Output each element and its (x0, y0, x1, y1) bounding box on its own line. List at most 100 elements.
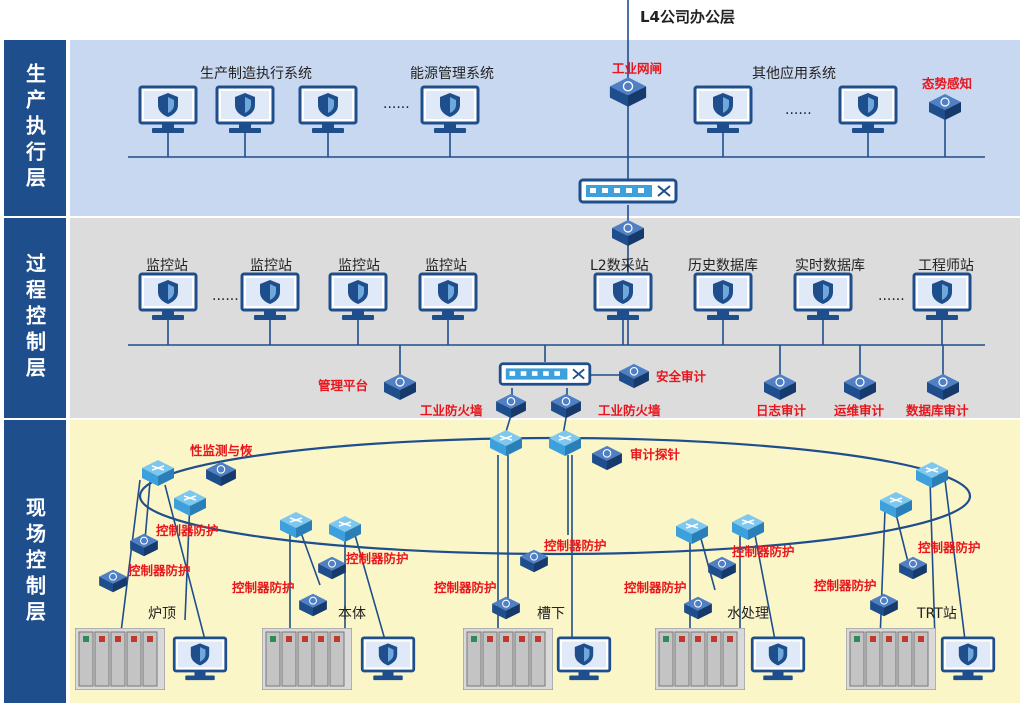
workstation-icon[interactable] (138, 85, 198, 135)
site-workstation-icon[interactable] (750, 636, 806, 682)
ring-switch-icon[interactable] (675, 517, 709, 545)
controller-protection-icon[interactable] (898, 556, 928, 580)
ring-switch-icon[interactable] (279, 511, 313, 539)
process-layer-label: 过程控制层 (4, 218, 66, 418)
controller-protection-icon[interactable] (298, 593, 328, 617)
workstation-icon[interactable] (420, 85, 480, 135)
plc-rack[interactable] (846, 628, 936, 690)
monitor-workstation-icon[interactable] (418, 272, 478, 322)
controller-protection-icon[interactable] (491, 596, 521, 620)
ops-audit-label: 运维审计 (834, 403, 885, 418)
plc-rack[interactable] (75, 628, 165, 690)
controller-protection-label: 控制器防护 (156, 523, 219, 538)
site-label: TRT站 (916, 606, 957, 622)
workstation-icon[interactable] (298, 85, 358, 135)
monitor-workstation-icon[interactable] (138, 272, 198, 322)
ellipsis: ...... (785, 102, 812, 118)
site-workstation-icon[interactable] (360, 636, 416, 682)
gateway-icon[interactable] (609, 76, 647, 108)
mgmt-platform-icon[interactable] (383, 373, 417, 401)
plc-rack[interactable] (262, 628, 352, 690)
monitor-station-label: 监控站 (425, 258, 467, 274)
ellipsis: ...... (878, 288, 905, 304)
site-label: 本体 (338, 606, 366, 622)
monitor-station-label: 监控站 (250, 258, 292, 274)
gateway-label: 工业网闸 (612, 61, 662, 76)
energy-label: 能源管理系统 (410, 66, 494, 82)
controller-protection-icon[interactable] (317, 556, 347, 580)
site-label: 槽下 (537, 606, 565, 622)
controller-protection-label: 控制器防护 (434, 580, 497, 595)
ring-switch-icon[interactable] (915, 461, 949, 489)
plc-rack[interactable] (655, 628, 745, 690)
monitor-workstation-icon[interactable] (328, 272, 388, 322)
ring-switch-icon[interactable] (173, 489, 207, 517)
engineer-station-label: 工程师站 (918, 258, 974, 274)
performance-monitor-icon[interactable] (205, 461, 237, 487)
site-workstation-icon[interactable] (940, 636, 996, 682)
workstation-icon[interactable] (693, 85, 753, 135)
ellipsis: ...... (212, 288, 239, 304)
controller-protection-label: 控制器防护 (732, 544, 795, 559)
workstation-icon[interactable] (215, 85, 275, 135)
field-switch-icon[interactable] (548, 429, 582, 457)
audit-probe-icon[interactable] (591, 445, 623, 471)
audit-probe-label: 审计探针 (630, 447, 681, 462)
ellipsis: ...... (383, 96, 410, 112)
log-audit-label: 日志审计 (756, 403, 807, 418)
performance-monitor-label: 性监测与恢 (189, 443, 253, 458)
l2-workstation-icon[interactable] (593, 272, 653, 322)
monitor-station-label: 监控站 (146, 258, 188, 274)
controller-protection-icon[interactable] (683, 596, 713, 620)
connection-lines (119, 0, 985, 645)
controller-protection-label: 控制器防护 (814, 578, 877, 593)
firewall-icon[interactable] (550, 393, 582, 419)
site-workstation-icon[interactable] (172, 636, 228, 682)
monitor-station-label: 监控站 (338, 258, 380, 274)
monitor-workstation-icon[interactable] (240, 272, 300, 322)
db-audit-label: 数据库审计 (905, 403, 969, 418)
situation-awareness-icon[interactable] (928, 93, 962, 121)
core-switch-icon[interactable] (578, 178, 678, 204)
l2-station-label: L2数采站 (590, 258, 649, 274)
controller-protection-icon[interactable] (869, 593, 899, 617)
situation-label: 态势感知 (922, 76, 972, 91)
engineer-workstation-icon[interactable] (912, 272, 972, 322)
workstation-icon[interactable] (838, 85, 898, 135)
other-apps-label: 其他应用系统 (752, 65, 836, 82)
mes-label: 生产制造执行系统 (200, 66, 312, 82)
switch-icon[interactable] (611, 219, 645, 247)
realtime-db-label: 实时数据库 (795, 258, 865, 274)
ring-switch-icon[interactable] (141, 459, 175, 487)
db-audit-icon[interactable] (926, 373, 960, 401)
controller-protection-icon[interactable] (707, 556, 737, 580)
site-label: 水处理 (727, 606, 769, 622)
controller-protection-label: 控制器防护 (544, 538, 607, 553)
field-layer-label: 现场控制层 (4, 420, 66, 703)
controller-protection-label: 控制器防护 (918, 540, 981, 555)
history-db-label: 历史数据库 (688, 258, 758, 274)
site-label: 炉顶 (148, 606, 176, 622)
firewall-icon[interactable] (495, 393, 527, 419)
history-db-icon[interactable] (693, 272, 753, 322)
controller-protection-icon[interactable] (98, 569, 128, 593)
plc-rack[interactable] (463, 628, 553, 690)
security-audit-label: 安全审计 (656, 369, 707, 384)
production-layer-label: 生产执行层 (4, 40, 66, 216)
controller-protection-icon[interactable] (129, 533, 159, 557)
field-switch-icon[interactable] (489, 429, 523, 457)
ops-audit-icon[interactable] (843, 373, 877, 401)
site-workstation-icon[interactable] (556, 636, 612, 682)
controller-protection-label: 控制器防护 (624, 580, 687, 595)
log-audit-icon[interactable] (763, 373, 797, 401)
ring-switch-icon[interactable] (731, 513, 765, 541)
controller-protection-label: 控制器防护 (346, 551, 409, 566)
controller-protection-label: 控制器防护 (232, 580, 295, 595)
security-audit-icon[interactable] (618, 363, 650, 389)
firewall-label: 工业防火墙 (598, 403, 661, 418)
realtime-db-icon[interactable] (793, 272, 853, 322)
process-switch-icon[interactable] (498, 362, 592, 386)
controller-protection-label: 控制器防护 (128, 563, 191, 578)
firewall-label: 工业防火墙 (420, 403, 483, 418)
